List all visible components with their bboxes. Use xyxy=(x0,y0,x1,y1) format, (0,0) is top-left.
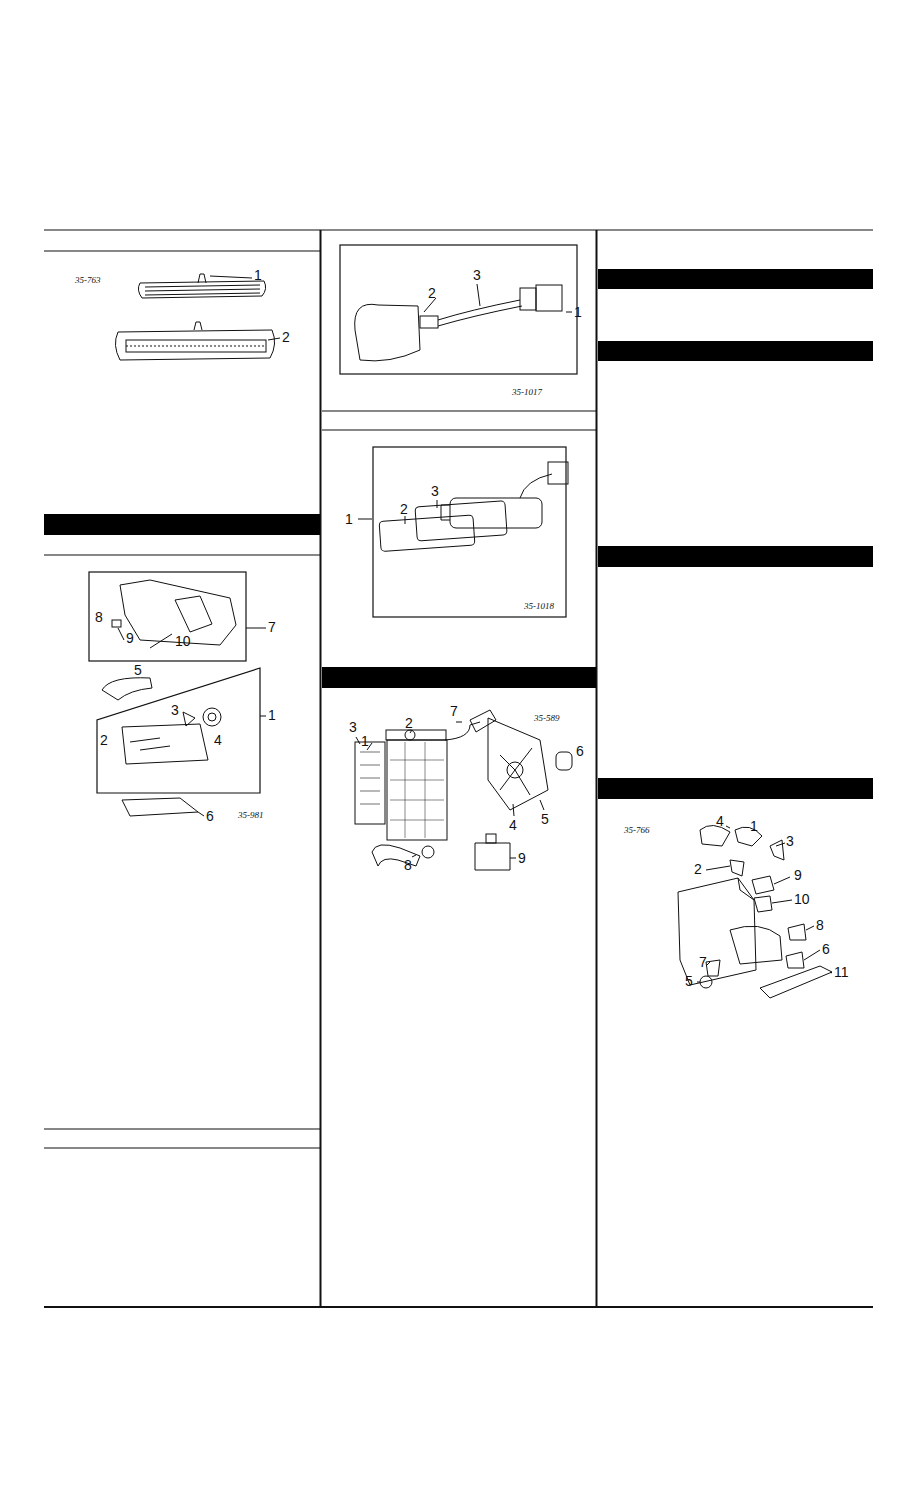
callout-number: 4 xyxy=(214,733,222,747)
callout-number: 7 xyxy=(268,620,276,634)
figure-number: 35-766 xyxy=(624,826,650,835)
callout-number: 1 xyxy=(361,734,369,748)
callout-number: 1 xyxy=(254,268,262,282)
callout-number: 3 xyxy=(786,834,794,848)
callout-number: 8 xyxy=(95,610,103,624)
callout-number: 9 xyxy=(126,631,134,645)
callout-number: 1 xyxy=(750,819,758,833)
callout-number: 9 xyxy=(794,868,802,882)
callout-number: 6 xyxy=(206,809,214,823)
callout-number: 3 xyxy=(171,703,179,717)
figure-number: 35-1018 xyxy=(524,602,554,611)
callout-number: 2 xyxy=(428,286,436,300)
figure-number: 35-763 xyxy=(75,276,101,285)
figure-number: 35-589 xyxy=(534,714,560,723)
callout-number: 7 xyxy=(699,955,707,969)
callout-number: 2 xyxy=(405,716,413,730)
callout-number: 4 xyxy=(716,814,724,828)
callout-number: 3 xyxy=(349,720,357,734)
callout-number: 9 xyxy=(518,851,526,865)
callout-number: 6 xyxy=(822,942,830,956)
callout-number: 5 xyxy=(685,974,693,988)
callout-number: 7 xyxy=(450,704,458,718)
callout-number: 2 xyxy=(282,330,290,344)
callout-number: 5 xyxy=(541,812,549,826)
callout-number: 1 xyxy=(345,512,353,526)
callout-number: 8 xyxy=(404,858,412,872)
callout-number: 11 xyxy=(834,965,849,979)
callout-number: 4 xyxy=(509,818,517,832)
callout-number: 2 xyxy=(400,502,408,516)
callout-number: 3 xyxy=(473,268,481,282)
callout-number: 10 xyxy=(175,634,191,648)
callout-number: 3 xyxy=(431,484,439,498)
callout-number: 2 xyxy=(694,862,702,876)
callout-number: 8 xyxy=(816,918,824,932)
callout-number: 5 xyxy=(134,663,142,677)
callout-number: 1 xyxy=(268,708,276,722)
figure-number: 35-981 xyxy=(238,811,264,820)
callout-number: 2 xyxy=(100,733,108,747)
figure-number: 35-1017 xyxy=(512,388,542,397)
callout-number: 10 xyxy=(794,892,810,906)
callout-number: 1 xyxy=(574,305,582,319)
callout-number: 6 xyxy=(576,744,584,758)
